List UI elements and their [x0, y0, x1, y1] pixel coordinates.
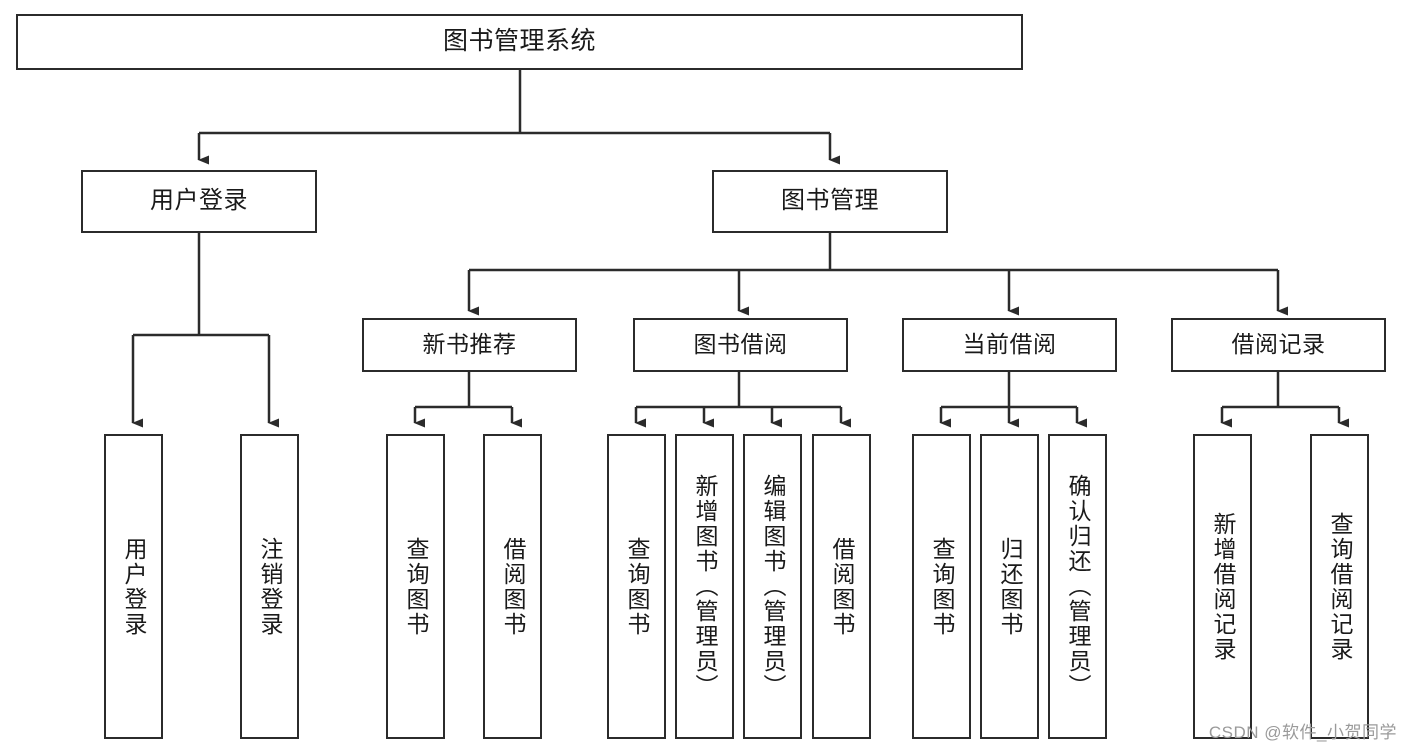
- node-leaf-user-login-label: 用户登录: [121, 536, 147, 637]
- node-user-login[interactable]: 用户登录: [81, 170, 317, 233]
- node-current-borrow[interactable]: 当前借阅: [902, 318, 1117, 372]
- node-leaf-record-query[interactable]: 查询借阅记录: [1310, 434, 1369, 739]
- node-leaf-user-logout-label: 注销登录: [257, 536, 283, 637]
- node-root-label: 图书管理系统: [442, 27, 596, 56]
- node-leaf-recommend-query-label: 查询图书: [403, 536, 429, 637]
- node-borrow-record[interactable]: 借阅记录: [1171, 318, 1386, 372]
- node-book-manage-label: 图书管理: [781, 187, 879, 215]
- csdn-watermark: CSDN @软件_小贺同学: [1208, 723, 1397, 742]
- node-leaf-borrow-edit-label: 编辑图书（管理员）: [760, 474, 786, 699]
- node-book-manage[interactable]: 图书管理: [712, 170, 948, 233]
- node-leaf-borrow-add-label: 新增图书（管理员）: [692, 474, 718, 699]
- node-leaf-current-confirm-label: 确认归还（管理员）: [1065, 474, 1091, 699]
- node-leaf-borrow-add[interactable]: 新增图书（管理员）: [675, 434, 734, 739]
- node-leaf-borrow-query[interactable]: 查询图书: [607, 434, 666, 739]
- node-leaf-borrow-do-label: 借阅图书: [829, 536, 855, 637]
- node-leaf-record-query-label: 查询借阅记录: [1327, 511, 1353, 662]
- node-book-borrow-label: 图书借阅: [693, 331, 788, 358]
- node-leaf-current-confirm[interactable]: 确认归还（管理员）: [1048, 434, 1107, 739]
- node-new-book-recommend[interactable]: 新书推荐: [362, 318, 577, 372]
- node-user-login-label: 用户登录: [150, 187, 248, 215]
- node-leaf-recommend-borrow-label: 借阅图书: [500, 536, 526, 637]
- node-leaf-recommend-query[interactable]: 查询图书: [386, 434, 445, 739]
- node-leaf-current-return-label: 归还图书: [997, 536, 1023, 637]
- node-leaf-recommend-borrow[interactable]: 借阅图书: [483, 434, 542, 739]
- node-leaf-current-query-label: 查询图书: [929, 536, 955, 637]
- node-leaf-borrow-do[interactable]: 借阅图书: [812, 434, 871, 739]
- node-leaf-current-return[interactable]: 归还图书: [980, 434, 1039, 739]
- node-leaf-current-query[interactable]: 查询图书: [912, 434, 971, 739]
- node-current-borrow-label: 当前借阅: [962, 331, 1057, 358]
- node-leaf-record-add-label: 新增借阅记录: [1210, 511, 1236, 662]
- node-new-book-recommend-label: 新书推荐: [422, 331, 517, 358]
- node-borrow-record-label: 借阅记录: [1231, 331, 1326, 358]
- node-leaf-record-add[interactable]: 新增借阅记录: [1193, 434, 1252, 739]
- node-leaf-borrow-edit[interactable]: 编辑图书（管理员）: [743, 434, 802, 739]
- node-book-borrow[interactable]: 图书借阅: [633, 318, 848, 372]
- node-leaf-user-logout[interactable]: 注销登录: [240, 434, 299, 739]
- node-leaf-user-login[interactable]: 用户登录: [104, 434, 163, 739]
- node-root[interactable]: 图书管理系统: [16, 14, 1023, 70]
- node-leaf-borrow-query-label: 查询图书: [624, 536, 650, 637]
